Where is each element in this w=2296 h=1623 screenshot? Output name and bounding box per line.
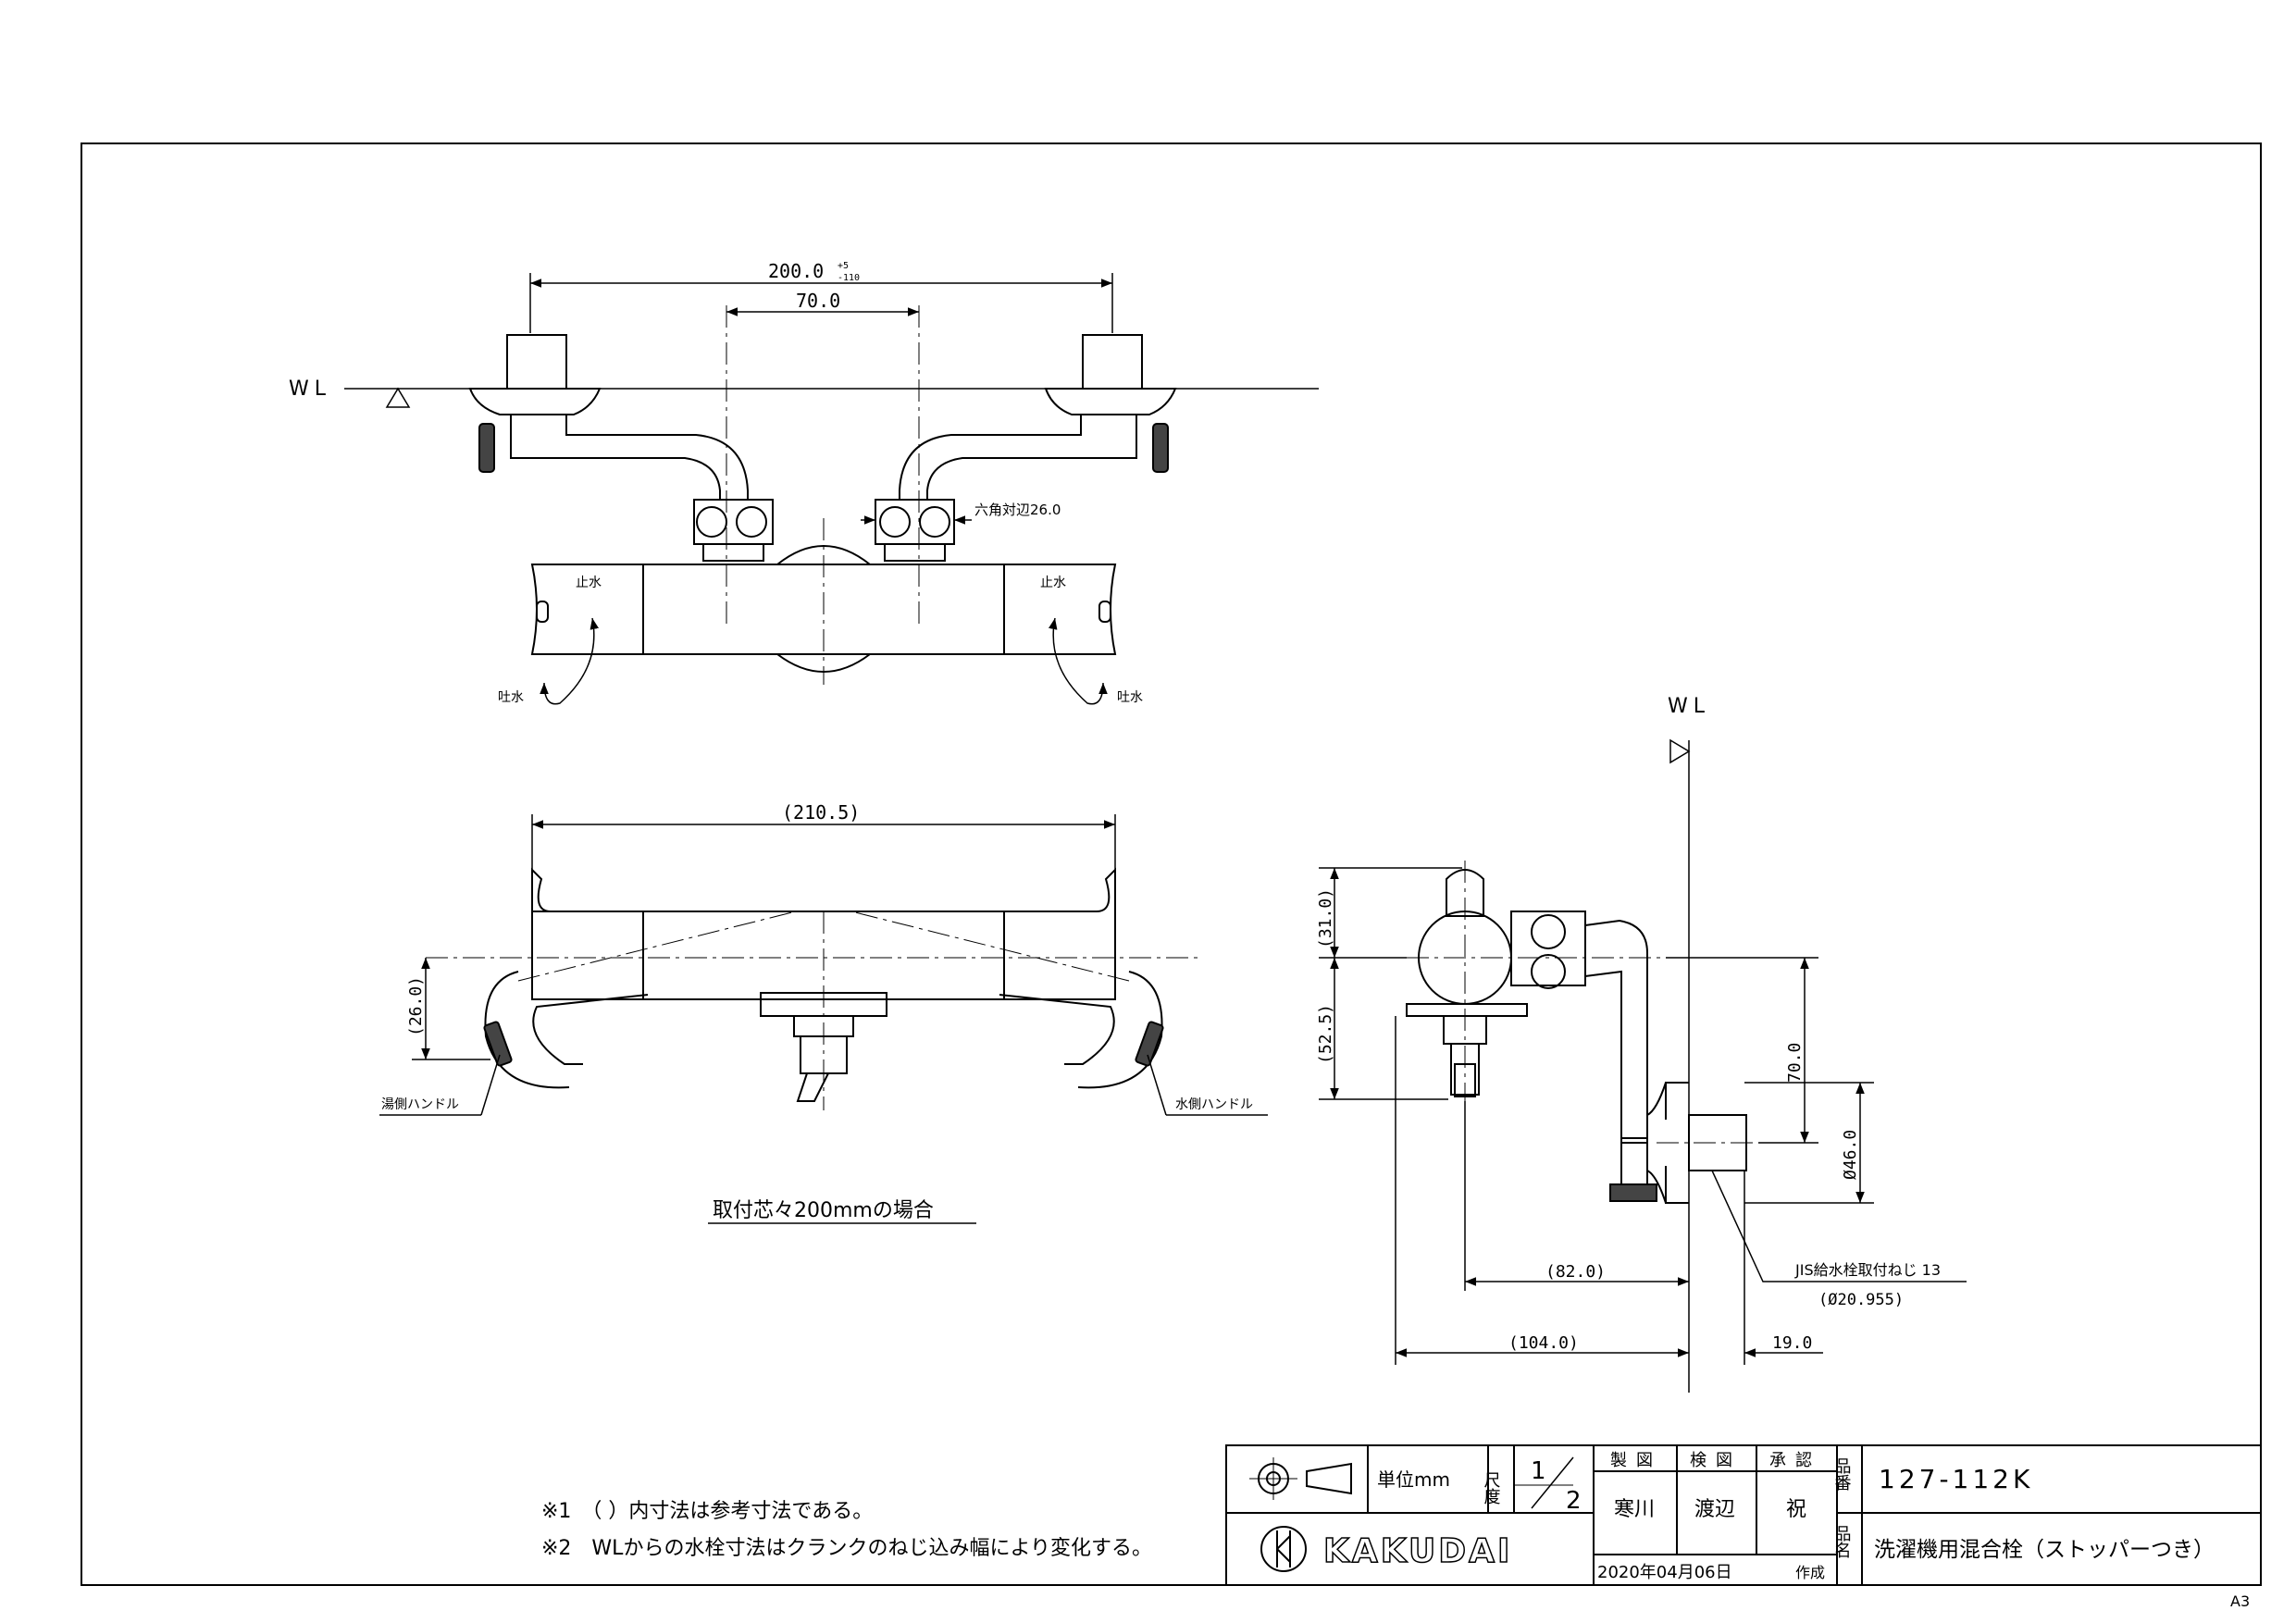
note-1: ※1 （ ）内寸法は参考寸法である。 xyxy=(541,1500,873,1523)
part-no: 127-112K xyxy=(1879,1464,2033,1494)
sheet-size: A3 xyxy=(2230,1592,2250,1610)
side-view xyxy=(1406,738,1763,1393)
dim-offset: (26.0) xyxy=(406,976,426,1036)
kakudai-logo xyxy=(1260,1526,1307,1572)
plan-caption: 取付芯々200mmの場合 xyxy=(713,1199,934,1222)
dim-width: (210.5) xyxy=(782,801,860,824)
front-view xyxy=(344,305,1319,705)
date: 2020年04月06日 xyxy=(1597,1563,1732,1582)
dim-70: 70.0 xyxy=(1785,1043,1805,1083)
dim-pitch-tol-upper: +5 xyxy=(838,261,849,271)
checked-by: 渡辺 xyxy=(1694,1498,1735,1521)
date-suffix: 作成 xyxy=(1795,1564,1825,1581)
scale-num: 1 xyxy=(1531,1457,1546,1485)
projection-symbol-icon xyxy=(1249,1457,1352,1500)
thread-label: JIS給水栓取付ねじ 13 xyxy=(1794,1261,1941,1279)
dim-46: Ø46.0 xyxy=(1841,1130,1860,1180)
dim-31: (31.0) xyxy=(1316,888,1335,948)
dim-82: (82.0) xyxy=(1545,1262,1606,1282)
spout-left: 吐水 xyxy=(498,690,524,705)
part-name: 洗濯機用混合栓（ストッパーつき） xyxy=(1874,1538,2215,1562)
dim-104: (104.0) xyxy=(1508,1333,1579,1353)
stop-right: 止水 xyxy=(1040,576,1066,590)
front-dimensions xyxy=(529,273,1113,525)
note-2: ※2 WLからの水栓寸法はクランクのねじ込み幅により変化する。 xyxy=(541,1537,1152,1560)
wl-label-side: WL xyxy=(1668,695,1710,718)
logo-text: KAKUDAI xyxy=(1323,1532,1512,1570)
drawn-label: 製図 xyxy=(1610,1451,1662,1470)
dim-19: 19.0 xyxy=(1772,1333,1812,1353)
cold-handle-label: 水側ハンドル xyxy=(1175,1097,1253,1112)
scale-label: 尺度 xyxy=(1482,1471,1501,1505)
dim-52: (52.5) xyxy=(1316,1004,1335,1064)
checked-label: 検図 xyxy=(1690,1451,1742,1470)
dim-pitch: 200.0 xyxy=(768,260,824,282)
approved-by: 祝 xyxy=(1786,1498,1806,1521)
unit-label: 単位mm xyxy=(1377,1468,1450,1491)
stop-left: 止水 xyxy=(576,576,602,590)
drawn-by: 寒川 xyxy=(1614,1498,1655,1521)
thread-dia: (Ø20.955) xyxy=(1818,1291,1904,1309)
wl-label-front: WL xyxy=(289,378,331,401)
hex-label: 六角対辺26.0 xyxy=(974,502,1061,518)
hot-handle-label: 湯側ハンドル xyxy=(381,1096,459,1112)
sheet-border xyxy=(81,142,2262,1586)
side-dimensions xyxy=(1319,867,1967,1365)
part-no-label: 品番 xyxy=(1832,1457,1852,1491)
dim-pitch-tol-lower: -110 xyxy=(838,273,860,283)
name-label: 品名 xyxy=(1832,1525,1852,1558)
plan-dimensions xyxy=(379,814,1268,1224)
spout-right: 吐水 xyxy=(1117,690,1143,705)
scale-den: 2 xyxy=(1566,1487,1582,1515)
plan-view xyxy=(426,867,1203,1110)
approved-label: 承認 xyxy=(1769,1451,1821,1470)
dim-inner: 70.0 xyxy=(796,290,840,312)
title-block xyxy=(1225,1444,2262,1586)
